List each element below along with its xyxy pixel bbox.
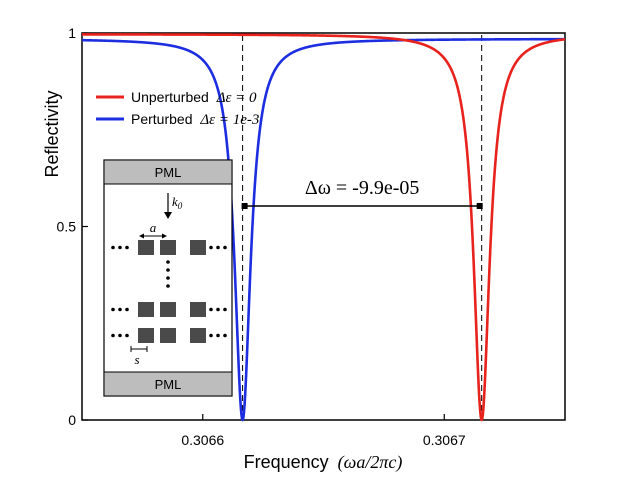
lattice-dot-13: [118, 333, 122, 338]
x-tick-label-1: 0.3067: [423, 432, 466, 448]
legend: Unperturbed Δε = 0 Perturbed Δε = 1e-3: [96, 89, 259, 128]
inset-schematic: PML PML k0 a s: [103, 159, 233, 397]
lattice-square-0: [138, 240, 154, 255]
series-line-1: [81, 37, 566, 422]
lattice-dot-12: [111, 333, 115, 338]
lattice-dot-15: [209, 333, 213, 338]
lattice-dot-6: [111, 307, 115, 312]
lattice-arrowhead-right: [162, 233, 167, 239]
lattice-dot-16: [216, 333, 220, 338]
lattice-dot-2: [125, 245, 129, 250]
lattice-dots: [111, 245, 227, 338]
lattice-dot-21: [166, 284, 170, 288]
pml-bottom-layer: [103, 371, 233, 397]
lattice-dot-20: [166, 276, 170, 280]
x-tick-label-0: 0.3066: [181, 432, 224, 448]
lattice-dot-8: [125, 307, 129, 312]
legend-label-perturbed: Perturbed Δε = 1e-3: [131, 111, 259, 128]
lattice-dot-9: [209, 307, 213, 312]
axis-ticks: 0.3066 0.3067 0 0.5 1: [57, 25, 466, 448]
delta-omega-label: Δω = -9.9e-05: [305, 177, 420, 199]
lattice-dot-4: [216, 245, 220, 250]
y-tick-label-2: 1: [68, 25, 76, 41]
lattice-square-1: [160, 240, 176, 255]
series-line-0: [81, 33, 566, 422]
a-label: a: [150, 220, 157, 235]
legend-label-unperturbed: Unperturbed Δε = 0: [131, 89, 257, 106]
lattice-dot-5: [223, 245, 227, 250]
series-layer: [81, 33, 566, 422]
resonance-guides: [242, 35, 483, 418]
lattice-dot-17: [223, 333, 227, 338]
delta-omega-cap-right: [476, 202, 483, 209]
incident-wave-arrowhead: [164, 212, 172, 219]
y-axis-label: Reflectivity: [42, 90, 62, 177]
s-label: s: [134, 352, 139, 367]
lattice-dot-0: [111, 245, 115, 250]
y-tick-label-0: 0: [68, 412, 76, 428]
delta-omega-cap-left: [241, 202, 248, 209]
lattice-square-6: [138, 328, 154, 343]
k0-label: k0: [172, 194, 183, 211]
pml-bottom-label: PML: [155, 377, 182, 392]
lattice-dot-19: [166, 268, 170, 272]
lattice-dot-10: [216, 307, 220, 312]
lattice-dot-3: [209, 245, 213, 250]
y-tick-label-1: 0.5: [57, 219, 77, 235]
lattice-dot-18: [166, 260, 170, 264]
lattice-squares: [138, 240, 206, 343]
x-axis-label: Frequency (ωa/2πc): [244, 452, 403, 473]
lattice-square-4: [160, 302, 176, 317]
lattice-dot-14: [125, 333, 129, 338]
lattice-square-7: [160, 328, 176, 343]
lattice-dot-11: [223, 307, 227, 312]
lattice-square-8: [190, 328, 206, 343]
lattice-dot-1: [118, 245, 122, 250]
pml-top-label: PML: [155, 165, 182, 180]
lattice-square-5: [190, 302, 206, 317]
lattice-dot-7: [118, 307, 122, 312]
lattice-square-2: [190, 240, 206, 255]
delta-omega-annotation: Δω = -9.9e-05: [241, 177, 483, 209]
lattice-square-3: [138, 302, 154, 317]
lattice-arrowhead-left: [139, 233, 144, 239]
pml-top-layer: [103, 159, 233, 185]
